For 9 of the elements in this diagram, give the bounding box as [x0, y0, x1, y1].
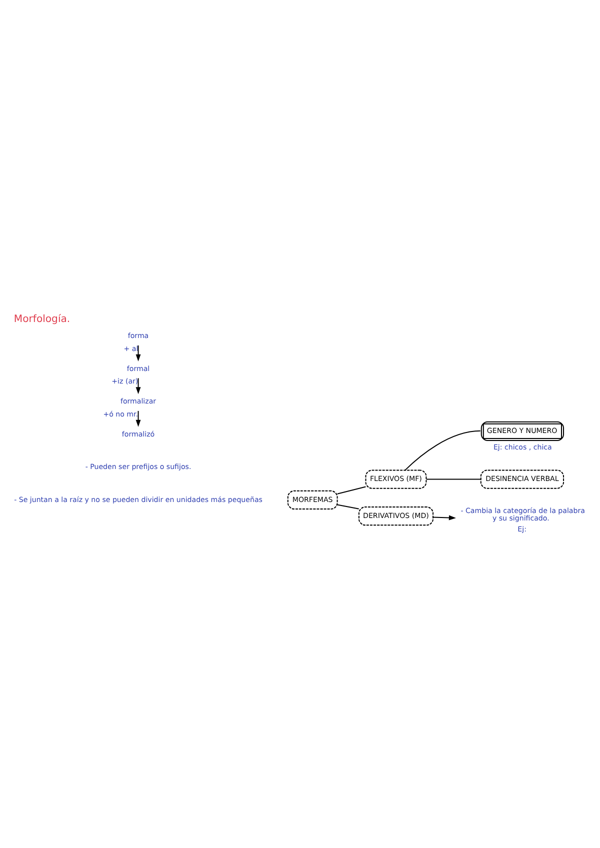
connector	[404, 430, 480, 470]
connector	[337, 486, 366, 494]
diagram-title: Morfología.	[14, 314, 70, 325]
connector	[426, 478, 481, 480]
connector	[337, 504, 359, 509]
arrow	[433, 514, 456, 520]
arrow	[136, 378, 141, 394]
arrow	[136, 410, 141, 426]
arrow	[136, 344, 141, 361]
